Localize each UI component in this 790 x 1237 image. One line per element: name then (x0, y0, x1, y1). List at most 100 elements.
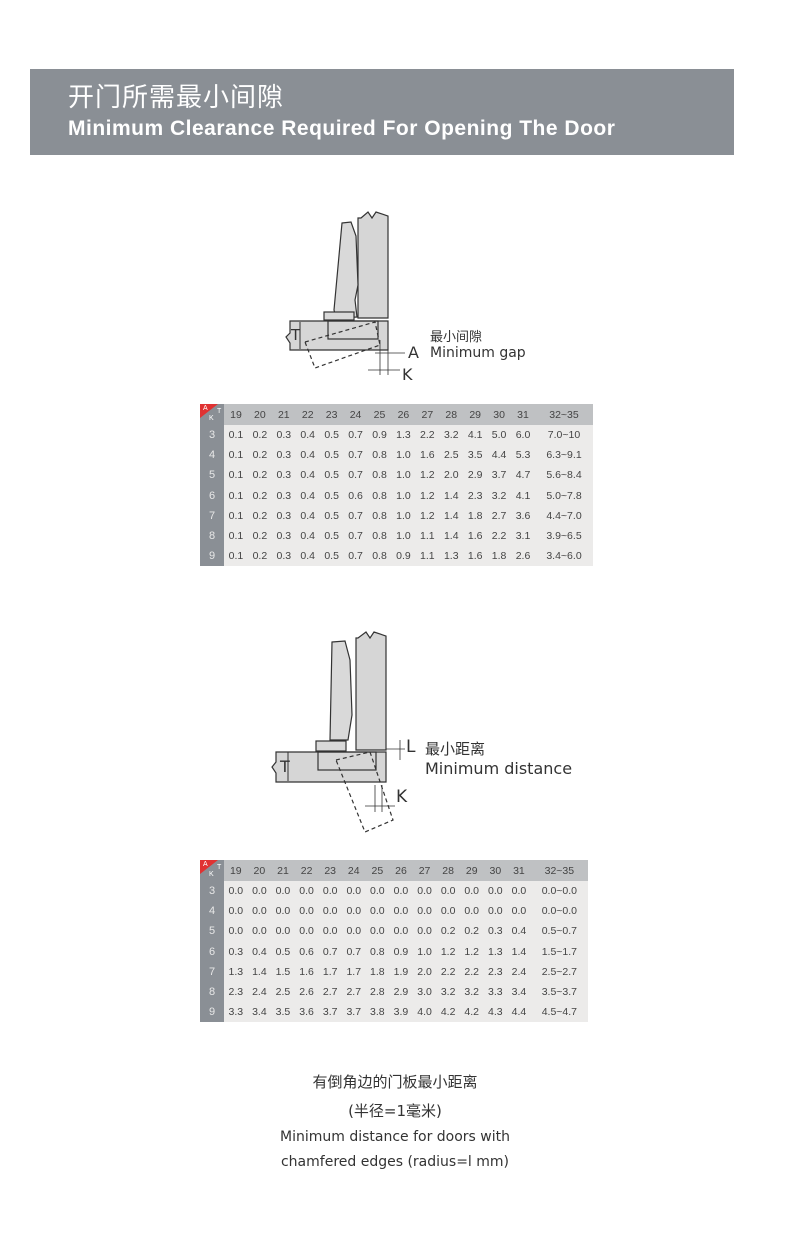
column-header: 21 (271, 860, 295, 881)
table-cell: 0.7 (348, 530, 363, 543)
table-cell: 3.3 (488, 986, 503, 999)
table-cell: 4.1 (515, 489, 531, 502)
table-cell: 0.8 (372, 550, 387, 563)
table-cell: 1.4 (443, 509, 459, 522)
table-cell: 2.6 (299, 986, 314, 999)
table-cell: 0.0 (346, 905, 362, 918)
diagram-minimum-distance (271, 631, 405, 833)
table-cell: 0.0 (393, 925, 409, 938)
label-t-1: T (291, 326, 301, 344)
table-cell: 3.2 (491, 489, 507, 502)
corner-t: T (217, 408, 222, 415)
row-header: 5 (200, 465, 224, 486)
table-cell: 0.3 (276, 509, 292, 522)
table-cell: 1.3 (396, 429, 411, 442)
table-cell: 0.0 (511, 905, 527, 918)
table-cell: 3.5 (467, 449, 483, 462)
table-cell: 6.0 (515, 429, 531, 442)
table-cell: 3.5 (275, 1006, 291, 1019)
table-cell: 0.3 (276, 489, 292, 502)
table-cell: 4.7 (515, 469, 531, 482)
table-cell: 2.3 (467, 489, 483, 502)
table-cell: 1.4 (443, 530, 459, 543)
table-cell: 3.2 (440, 986, 456, 999)
table-cell: 0.0 (417, 885, 432, 898)
table-cell: 0.2 (252, 469, 268, 482)
label-l: L (406, 737, 416, 757)
table-cell: 0.5~0.7 (541, 925, 578, 938)
table-cell: 0.5 (324, 489, 339, 502)
table-cell: 0.7 (348, 550, 363, 563)
row-header: 9 (200, 546, 224, 567)
table-cell: 2.9 (467, 469, 483, 482)
row-header: 4 (200, 445, 224, 466)
table-cell: 0.4 (300, 469, 316, 482)
table-cell: 0.0 (440, 885, 456, 898)
table-cell: 0.2 (252, 489, 268, 502)
table-cell: 3.1 (515, 530, 531, 543)
table-cell: 1.0 (396, 469, 411, 482)
table-cell: 0.7 (348, 429, 363, 442)
table-cell: 1.9 (393, 965, 409, 978)
table-cell: 0.0 (488, 905, 503, 918)
table-cell: 0.0 (275, 905, 291, 918)
table-cell: 7.0~10 (547, 429, 581, 442)
table-cell: 0.2 (252, 530, 268, 543)
table-cell: 3.2 (464, 986, 480, 999)
table-cell: 0.5 (275, 945, 291, 958)
footer-line-en-1: Minimum distance for doors with (279, 1129, 511, 1145)
column-header: 29 (459, 860, 484, 881)
table-cell: 0.8 (372, 509, 387, 522)
table-cell: 1.2 (464, 945, 480, 958)
row-header: 3 (200, 881, 224, 902)
footer-line-en-2: chamfered edges (radius=l mm) (280, 1154, 510, 1170)
table-cell: 0.2 (252, 550, 268, 563)
table-cell: 0.2 (440, 925, 456, 938)
column-header: 28 (439, 404, 464, 425)
table-cell: 0.0 (370, 925, 385, 938)
label-t-2: T (280, 757, 290, 776)
table-cell: 4.5~4.7 (541, 1006, 578, 1019)
table-cell: 0.1 (228, 550, 244, 563)
table-cell: 2.4 (252, 986, 267, 999)
table-cell: 2.0 (417, 965, 432, 978)
table-cell: 0.2 (252, 429, 268, 442)
table-cell: 0.0 (346, 885, 362, 898)
table-cell: 0.7 (322, 945, 338, 958)
table-cell: 2.8 (370, 986, 385, 999)
table-cell: 0.9 (372, 429, 387, 442)
table-cell: 2.2 (491, 530, 507, 543)
table-cell: 4.0 (417, 1006, 432, 1019)
corner-t: T (217, 864, 222, 871)
caption-gap-en: Minimum gap (430, 345, 526, 361)
table-cell: 2.7 (491, 509, 507, 522)
row-header: 6 (200, 485, 224, 506)
table-cell: 0.5 (324, 530, 339, 543)
table-cell: 3.3 (228, 1006, 244, 1019)
table-cell: 0.1 (228, 429, 244, 442)
table-cell: 0.8 (370, 945, 385, 958)
table-cell: 0.1 (228, 449, 244, 462)
row-header: 3 (200, 425, 224, 446)
table-cell: 1.6 (420, 449, 435, 462)
table-cell: 0.0~0.0 (541, 905, 578, 918)
table-cell: 0.0 (252, 925, 267, 938)
table-cell: 0.0 (322, 905, 338, 918)
table-cell: 2.9 (393, 986, 409, 999)
table-cell: 0.0 (370, 885, 385, 898)
table-cell: 5.0 (491, 429, 507, 442)
corner-a: A (203, 861, 208, 868)
table-cell: 1.8 (467, 509, 483, 522)
column-header: 26 (389, 860, 413, 881)
table-cell: 1.6 (467, 550, 483, 563)
table-cell: 0.0 (417, 905, 432, 918)
table-cell: 1.0 (396, 449, 411, 462)
